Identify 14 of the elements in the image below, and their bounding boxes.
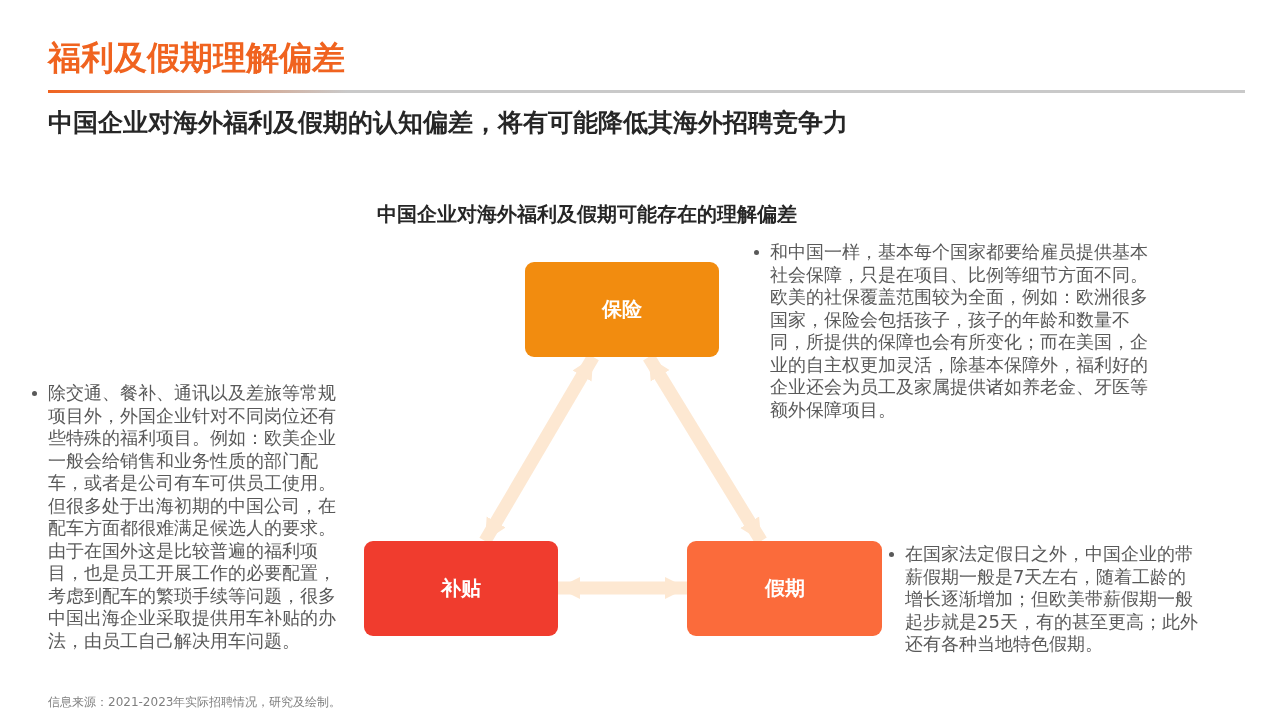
chart-heading: 中国企业对海外福利及假期可能存在的理解偏差 [377, 201, 797, 228]
box-label: 补贴 [441, 575, 481, 602]
category-box [364, 541, 558, 636]
double-arrow [558, 577, 687, 599]
description-text: 除交通、餐补、通讯以及差旅等常规项目外，外国企业针对不同岗位还有些特殊的福利项目。例如：欧美企业一般会给销售和业务性质的部门配车，或者是公司有车可供员工使用。但很多处于出海初期的中国公司，在配车方面都很难满足候选人的要求。由于在国外这是比较普遍的福利项目，也是员工开展工作的必要配置，考虑到配车的繁琐手续等问题，很多中国出海企业采取提供用车补贴的办法，由员工自己解决用车问题。 [48, 382, 337, 652]
box-label: 假期 [764, 575, 805, 602]
subtitle: 中国企业对海外福利及假期的认知偏差，将有可能降低其海外招聘竞争力 [48, 107, 848, 139]
page-title: 福利及假期理解偏差 [48, 37, 345, 79]
box-label: 保险 [602, 296, 642, 323]
source-note: 信息来源：2021-2023年实际招聘情况，研究及绘制。 [48, 694, 342, 711]
description-text: 和中国一样，基本每个国家都要给雇员提供基本社会保障，只是在项目、比例等细节方面不同。欧美的社保覆盖范围较为全面，例如：欧洲很多国家，保险会包括孩子，孩子的年龄和数量不同，所提供的保障也会有所变化；而在美国，企业的自主权更加灵活，除基本保障外，福利好的企业还会为员工及家属提供诸如养老金、牙医等额外保障项目。 [770, 241, 1149, 421]
category-box [687, 541, 882, 636]
description-text: 在国家法定假日之外，中国企业的带薪假期一般是7天左右，随着工龄的增长逐渐增加；但欧美带薪假期一般起步就是25天，有的甚至更高；此外还有各种当地特色假期。 [905, 543, 1199, 656]
category-box [525, 262, 719, 357]
